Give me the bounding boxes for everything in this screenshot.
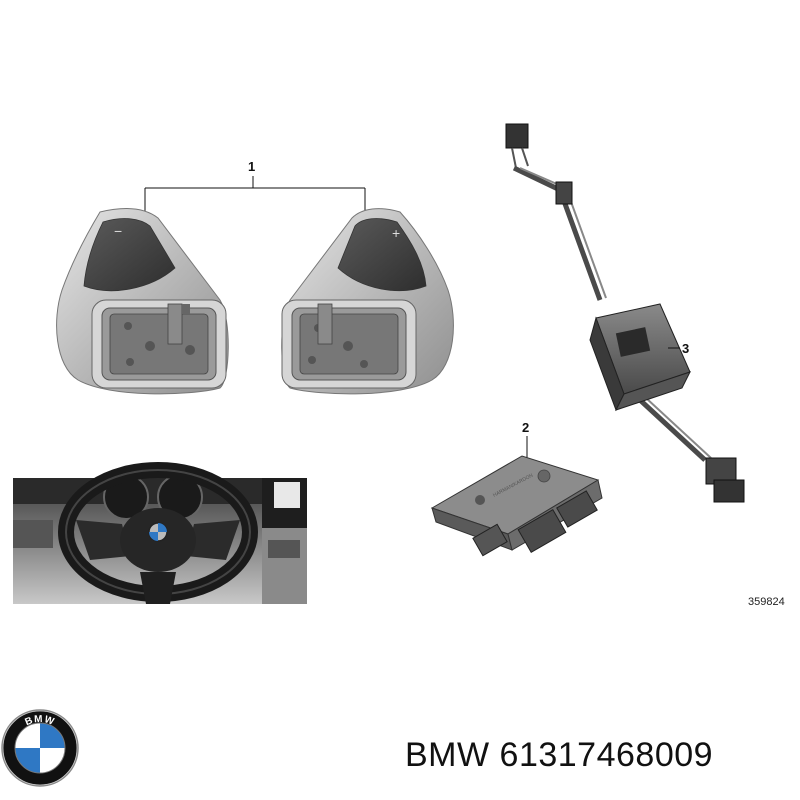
part-caption: BMW 61317468009	[405, 736, 795, 775]
caption-brand: BMW	[405, 736, 490, 774]
callout-1-bracket: 1	[144, 159, 366, 212]
left-shift-paddle: −	[56, 208, 229, 395]
module-3: 3	[589, 303, 691, 412]
svg-text:BMW: BMW	[23, 714, 56, 728]
module-2-control-unit: 2 HARMAN/KARDON	[430, 420, 603, 557]
callout-3-label: 3	[682, 341, 689, 356]
wiring-harness	[505, 123, 745, 503]
diagram-reference-number: 359824	[748, 596, 785, 608]
right-shift-paddle: +	[281, 208, 454, 395]
minus-symbol: −	[114, 223, 122, 239]
caption-part-number: 61317468009	[499, 736, 714, 774]
bmw-logo-letters: BMW	[23, 714, 55, 728]
callout-2-label: 2	[522, 420, 529, 435]
plus-symbol: +	[392, 225, 400, 241]
bmw-logo: BMW	[1, 709, 79, 787]
callout-1-label: 1	[248, 159, 255, 174]
steering-wheel-photo	[13, 462, 307, 604]
